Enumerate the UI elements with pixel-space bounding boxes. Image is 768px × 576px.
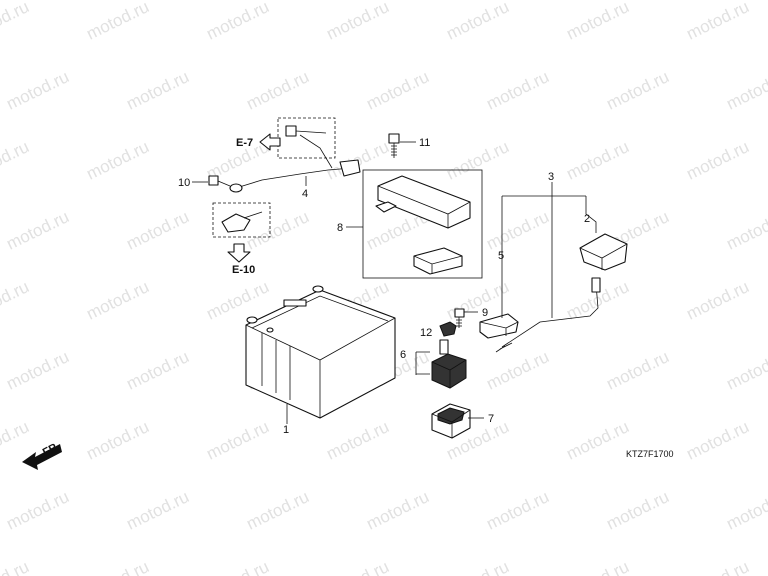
ref-e7: E-7 [236,137,253,149]
callout-2: 2 [584,213,590,225]
battery [245,285,396,419]
watermark-text: motod.ru [3,207,72,253]
bolt-11 [388,133,400,158]
front-direction-arrow-icon [22,444,62,470]
bolt-9 [454,308,465,328]
watermark-text: motod.ru [3,67,72,113]
watermark-text: motod.ru [243,487,312,533]
watermark-text: motod.ru [203,417,272,463]
watermark-text: motod.ru [323,557,392,576]
watermark-text: motod.ru [123,207,192,253]
bolt-10 [208,175,231,187]
callout-1: 1 [283,424,289,436]
watermark-text: motod.ru [683,557,752,576]
relay-terminal [439,321,457,337]
callout-5: 5 [498,250,504,262]
watermark-text: motod.ru [123,487,192,533]
watermark-text: motod.ru [83,417,152,463]
watermark-text: motod.ru [83,0,152,44]
watermark-text: motod.ru [603,67,672,113]
watermark-text: motod.ru [483,207,552,253]
watermark-text: motod.ru [83,137,152,183]
watermark-text: motod.ru [0,417,32,463]
watermark-text: motod.ru [0,0,32,44]
watermark-text: motod.ru [443,557,512,576]
callout-8: 8 [337,222,343,234]
callout-4: 4 [302,188,308,200]
watermark-text: motod.ru [0,557,32,576]
callout-3: 3 [548,171,554,183]
watermark-text: motod.ru [203,277,272,323]
watermark-text: motod.ru [0,137,32,183]
watermark-text: motod.ru [203,0,272,44]
starter-relay [431,339,467,389]
watermark-text: motod.ru [723,207,768,253]
relay-rubber [431,403,471,439]
front-direction-label: FR. [41,440,62,459]
callout-7: 7 [488,413,494,425]
watermark-text: motod.ru [723,487,768,533]
watermark-text: motod.ru [323,417,392,463]
callout-10: 10 [178,177,190,189]
positive-cable [495,277,601,353]
callout-6: 6 [400,349,406,361]
watermark-text: motod.ru [123,67,192,113]
callout-labels: 1 2 3 4 5 6 7 8 9 10 11 12 [178,137,590,436]
callout-11: 11 [419,137,430,149]
lower-connector [221,211,263,233]
ref-e10: E-10 [232,264,255,276]
watermark-text: motod.ru [3,347,72,393]
negative-cable-cover [479,313,519,339]
watermark-text: motod.ru [203,557,272,576]
watermark-text: motod.ru [603,487,672,533]
watermark-text: motod.ru [363,67,432,113]
leader-lines [192,141,597,424]
watermark-text: motod.ru [83,277,152,323]
callout-12: 12 [420,327,432,339]
watermark-text: motod.ru [443,137,512,183]
drawing-code: KTZ7F1700 [626,449,674,459]
watermark-text: motod.ru [363,487,432,533]
watermark-text: motod.ru [563,0,632,44]
watermark-text: motod.ru [3,487,72,533]
holder-frame [362,169,483,279]
watermark-text: motod.ru [723,347,768,393]
watermark-text: motod.ru [483,67,552,113]
watermark-text: motod.ru [723,67,768,113]
watermark-text: motod.ru [683,137,752,183]
e10-arrow-icon [227,243,251,263]
upper-bolt [285,125,327,137]
watermark-text: motod.ru [243,67,312,113]
watermark-text: motod.ru [443,0,512,44]
watermark-text: motod.ru [563,137,632,183]
watermark-text: motod.ru [683,277,752,323]
watermark-text: motod.ru [483,347,552,393]
watermark-text: motod.ru [603,347,672,393]
watermark-text: motod.ru [243,207,312,253]
watermark-text: motod.ru [83,557,152,576]
watermark-text: motod.ru [323,0,392,44]
ground-cable [229,134,361,193]
battery-holder [375,175,471,275]
watermark-text: motod.ru [563,557,632,576]
watermark-text: motod.ru [683,0,752,44]
watermark-text: motod.ru [483,487,552,533]
watermark-text: motod.ru [123,347,192,393]
terminal-cover [579,233,628,271]
watermark-text: motod.ru [0,277,32,323]
callout-9: 9 [482,307,488,319]
e7-arrow-icon [259,133,281,151]
watermark-text: motod.ru [683,417,752,463]
watermark-text: motod.ru [563,417,632,463]
